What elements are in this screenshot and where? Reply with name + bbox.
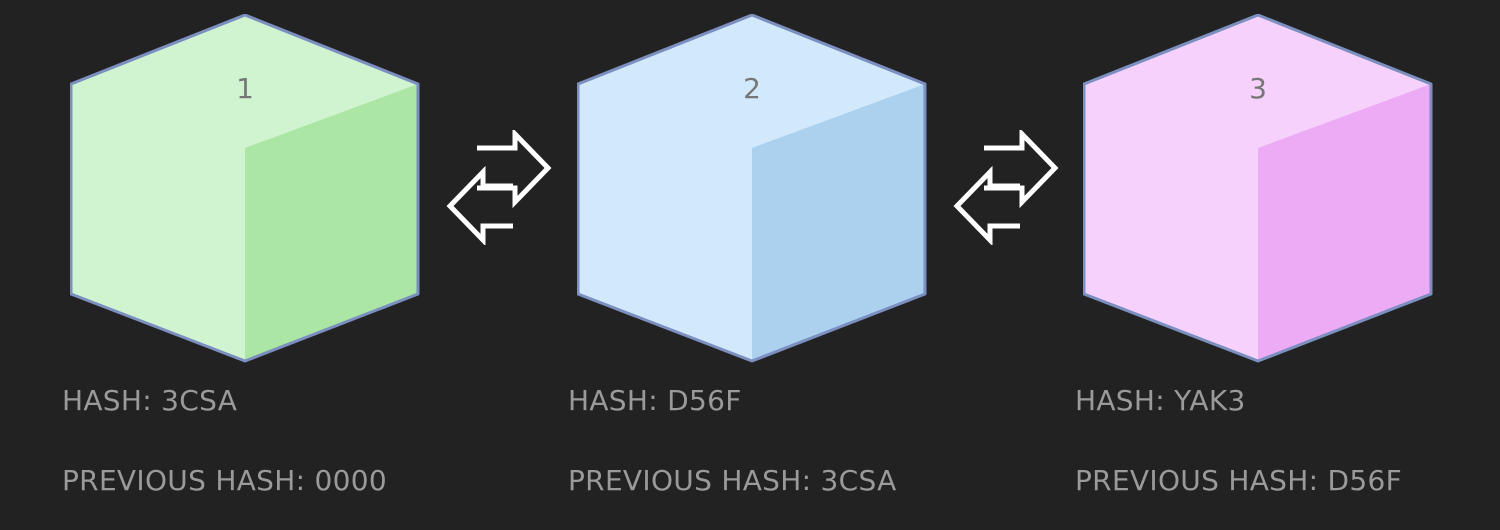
cube-dark-face [752,84,925,361]
left-arrow-icon [446,165,513,247]
block-previous-hash: PREVIOUS HASH: 0000 [62,464,387,497]
cube-outline [1083,14,1433,363]
cube-icon [577,14,927,363]
right-arrow-icon [984,127,1059,209]
block-previous-hash: PREVIOUS HASH: 3CSA [568,464,897,497]
block-3: 3 [1083,14,1433,364]
block-number: 1 [236,72,254,105]
block-hash: HASH: YAK3 [1075,384,1246,417]
cube-icon [1083,14,1433,363]
left-arrow-icon [953,165,1020,247]
bidirectional-arrows-icon [952,127,1062,247]
block-previous-hash: PREVIOUS HASH: D56F [1075,464,1403,497]
block-hash: HASH: D56F [568,384,742,417]
cube-outline [70,14,420,363]
block-hash: HASH: 3CSA [62,384,238,417]
block-number: 2 [743,72,761,105]
right-arrow-icon [477,127,552,209]
cube-dark-face [245,84,418,361]
block-1: 1 [70,14,420,364]
cube-dark-face [1258,84,1431,361]
bidirectional-arrows-icon [445,127,555,247]
block-number: 3 [1249,72,1267,105]
block-2: 2 [577,14,927,364]
cube-outline [577,14,927,363]
cube-icon [70,14,420,363]
